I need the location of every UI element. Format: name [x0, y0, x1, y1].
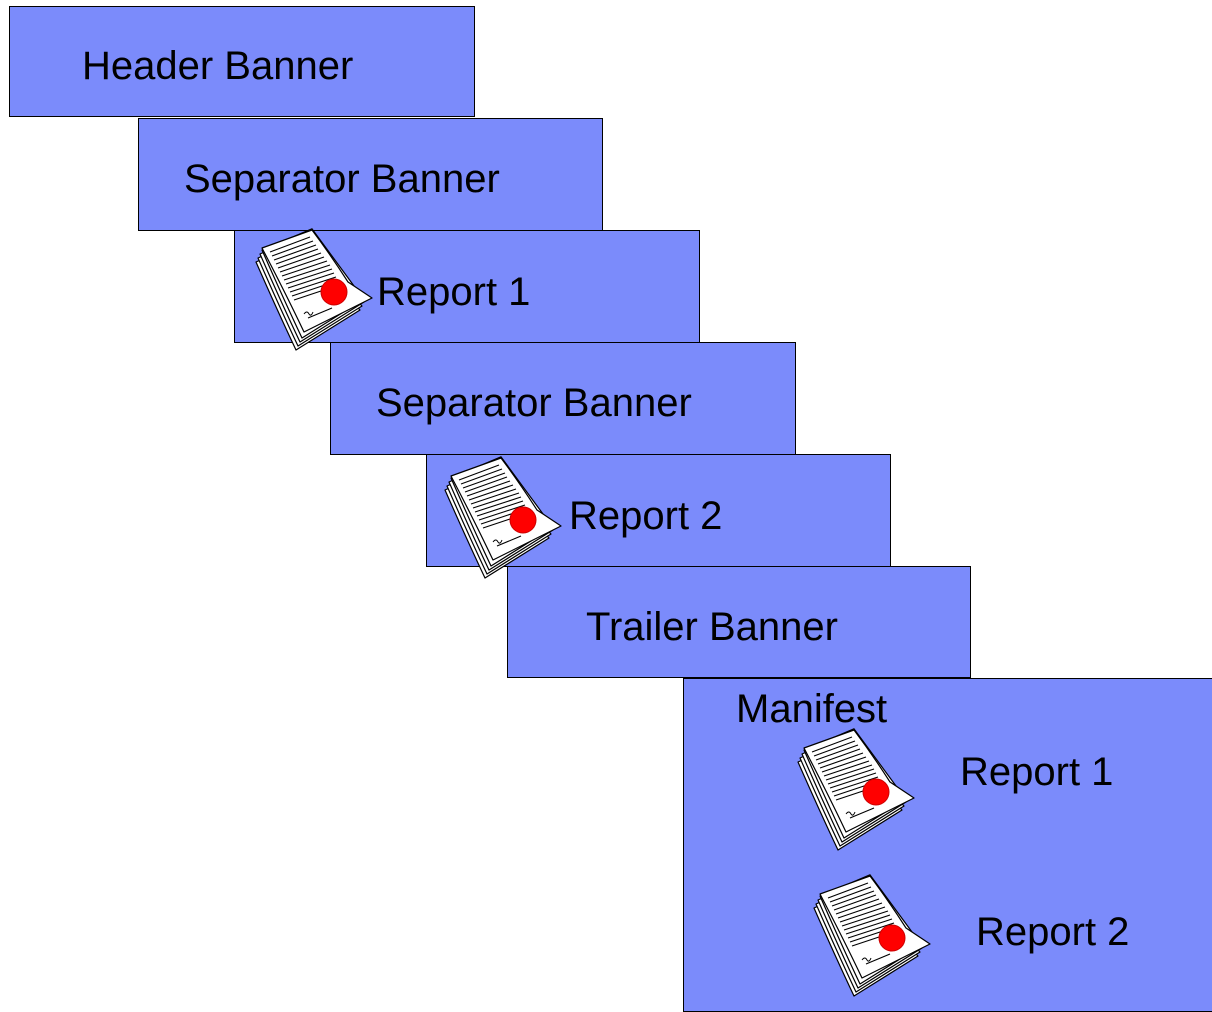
separator-banner-2-label: Separator Banner [376, 381, 692, 425]
separator-banner-2: Separator Banner [330, 342, 796, 455]
manifest-item-report-1-label: Report 1 [960, 750, 1114, 794]
document-icon [437, 456, 563, 591]
report-1-label: Report 1 [377, 270, 531, 314]
separator-banner-1-label: Separator Banner [184, 157, 500, 201]
trailer-banner: Trailer Banner [507, 566, 971, 678]
manifest-item-report-2-label: Report 2 [976, 910, 1130, 954]
separator-banner-1: Separator Banner [138, 118, 603, 231]
header-banner-label: Header Banner [82, 44, 354, 88]
manifest-banner: Manifest Report 1 Report 2 [683, 678, 1212, 1012]
report-2-label: Report 2 [569, 494, 723, 538]
manifest-label: Manifest [736, 687, 888, 731]
document-icon [790, 728, 916, 863]
document-icon [806, 874, 932, 1009]
document-icon [248, 228, 374, 363]
trailer-banner-label: Trailer Banner [586, 605, 838, 649]
header-banner: Header Banner [9, 6, 475, 117]
